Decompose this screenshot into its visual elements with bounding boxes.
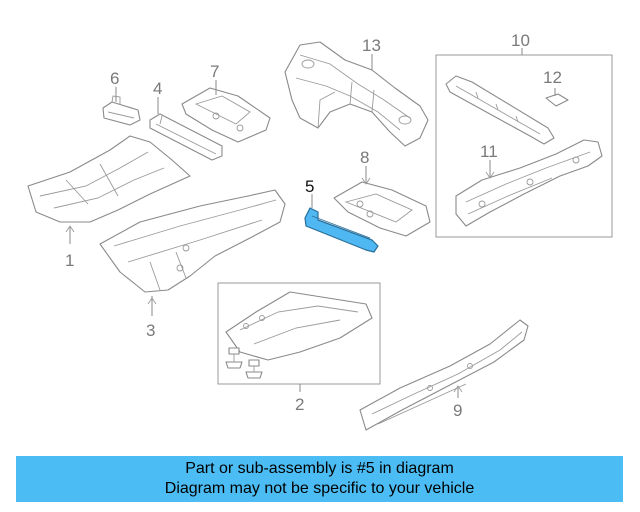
callout-8: 8: [360, 148, 369, 167]
callout-13: 13: [362, 36, 381, 55]
banner-line-2: Diagram may not be specific to your vehi…: [164, 480, 475, 497]
callout-12: 12: [543, 68, 562, 87]
part-4-reinforcement[interactable]: [149, 97, 223, 161]
callout-3: 3: [146, 321, 155, 340]
part-7-floor-panel[interactable]: [181, 80, 271, 143]
part-13-rear-frame[interactable]: [284, 41, 429, 147]
part-5-support-highlighted[interactable]: [304, 194, 379, 253]
callout-11: 11: [480, 142, 498, 161]
callout-5: 5: [305, 177, 314, 196]
callout-9: 9: [453, 401, 462, 420]
subassembly-10-box: [435, 54, 613, 238]
callout-1: 1: [65, 251, 74, 270]
info-banner: Part or sub-assembly is #5 in diagram Di…: [16, 456, 623, 502]
callout-4: 4: [153, 79, 162, 98]
bolt-fastener-2: [245, 359, 263, 379]
callout-6: 6: [110, 69, 119, 88]
part-8-rear-floor-panel[interactable]: [333, 166, 431, 237]
banner-line-1: Part or sub-assembly is #5 in diagram: [185, 460, 454, 477]
part-12-clip[interactable]: [545, 88, 569, 107]
part-9-side-sill[interactable]: [359, 319, 529, 431]
part-10-upper-rail[interactable]: [445, 75, 555, 145]
subassembly-2-box: [217, 282, 381, 385]
callout-7: 7: [210, 62, 219, 81]
part-2-floor-section[interactable]: [225, 291, 373, 361]
part-11-lower-rail[interactable]: [455, 139, 603, 227]
callout-2: 2: [295, 395, 304, 414]
bolt-fastener-1: [225, 347, 243, 369]
part-6-bracket[interactable]: [102, 87, 141, 126]
callout-10: 10: [511, 31, 530, 50]
part-3-center-floor[interactable]: [99, 189, 286, 316]
part-1-front-floor[interactable]: [27, 135, 191, 244]
